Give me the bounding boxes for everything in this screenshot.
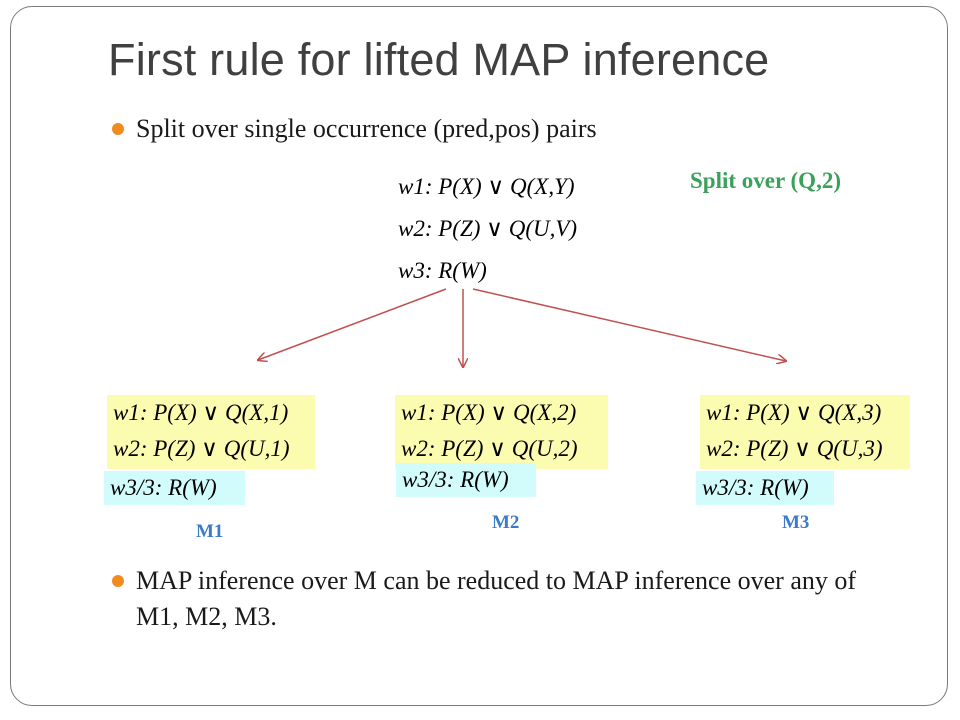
arrow-to-m1 [258, 288, 447, 360]
slide-title: First rule for lifted MAP inference [108, 34, 770, 85]
m3-clause-box: w1: P(X) ∨ Q(X,3) w2: P(Z) ∨ Q(U,3) [700, 395, 910, 469]
bullet-map-inference: MAP inference over M can be reduced to M… [112, 563, 896, 635]
arrow-to-m3 [472, 288, 786, 361]
m3-clause-w2: w2: P(Z) ∨ Q(U,3) [706, 436, 883, 461]
m1-clause-w1: w1: P(X) ∨ Q(X,1) [113, 400, 289, 425]
m2-label: M2 [492, 512, 520, 533]
m2-unit-clause: w3/3: R(W) [396, 463, 536, 497]
split-label: Split over (Q,2) [690, 168, 841, 193]
m2-clause-box: w1: P(X) ∨ Q(X,2) w2: P(Z) ∨ Q(U,2) [395, 395, 608, 469]
m1-clause-w2: w2: P(Z) ∨ Q(U,1) [113, 436, 290, 461]
m3-unit-clause: w3/3: R(W) [696, 471, 834, 505]
m1-clause-box: w1: P(X) ∨ Q(X,1) w2: P(Z) ∨ Q(U,1) [107, 395, 315, 469]
m3-clause-w1: w1: P(X) ∨ Q(X,3) [706, 400, 882, 425]
original-clauses: w1: P(X) ∨ Q(X,Y) w2: P(Z) ∨ Q(U,V) w3: … [398, 166, 577, 292]
bullet-dot-icon [112, 575, 124, 587]
clause-w1: w1: P(X) ∨ Q(X,Y) [398, 174, 575, 199]
clause-w3: w3: R(W) [398, 258, 487, 283]
bullet-split: Split over single occurrence (pred,pos) … [112, 111, 597, 147]
clause-w2: w2: P(Z) ∨ Q(U,V) [398, 216, 578, 241]
bullet-dot-icon [112, 123, 124, 135]
slide-frame [10, 6, 948, 706]
bullet-text: Split over single occurrence (pred,pos) … [136, 114, 597, 143]
m2-clause-w2: w2: P(Z) ∨ Q(U,2) [401, 436, 578, 461]
m1-unit-clause: w3/3: R(W) [104, 471, 245, 505]
m2-clause-w1: w1: P(X) ∨ Q(X,2) [401, 400, 577, 425]
m3-label: M3 [782, 512, 810, 533]
bullet-text: MAP inference over M can be reduced to M… [136, 566, 857, 631]
m1-label: M1 [196, 521, 224, 542]
